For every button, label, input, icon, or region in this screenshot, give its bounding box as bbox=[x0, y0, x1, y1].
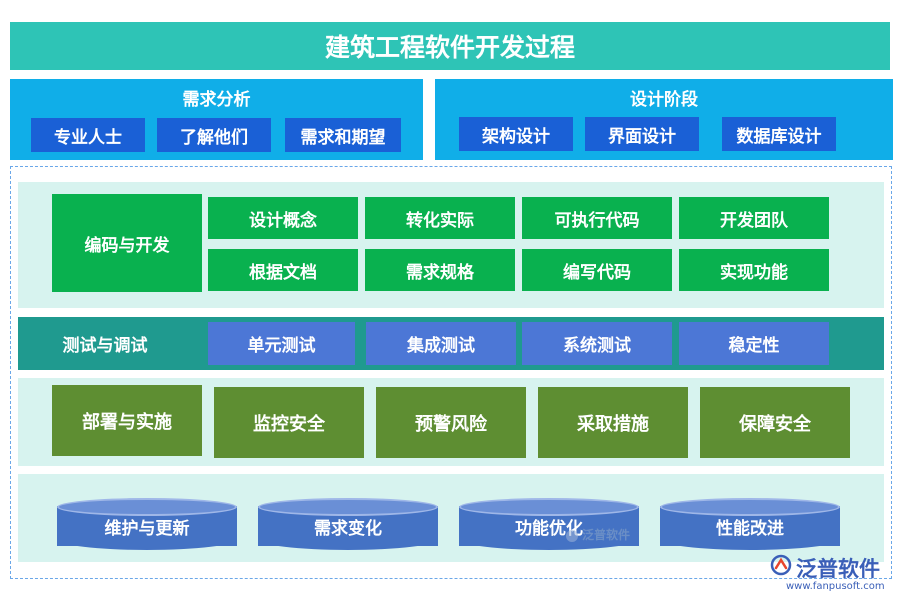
requirements-item: 专业人士 bbox=[31, 118, 145, 152]
requirements-item: 了解他们 bbox=[157, 118, 271, 152]
design-item: 界面设计 bbox=[585, 117, 699, 151]
testing-label: 测试与调试 bbox=[62, 336, 148, 356]
deployment-item: 保障安全 bbox=[700, 387, 850, 458]
brand-url: www.fanpusoft.com bbox=[786, 581, 885, 592]
cylinder-top bbox=[57, 498, 237, 516]
cylinder-top bbox=[258, 498, 438, 516]
maintenance-cylinder: 性能改进 bbox=[660, 498, 840, 550]
design-panel: 设计阶段 架构设计 界面设计 数据库设计 bbox=[435, 79, 893, 160]
process-frame bbox=[10, 166, 892, 579]
deployment-item: 预警风险 bbox=[376, 387, 526, 458]
maintenance-item: 需求变化 bbox=[314, 518, 382, 539]
design-item: 架构设计 bbox=[459, 117, 573, 151]
requirements-panel: 需求分析 专业人士 了解他们 需求和期望 bbox=[10, 79, 423, 160]
coding-item: 开发团队 bbox=[679, 197, 829, 239]
coding-item: 根据文档 bbox=[208, 249, 358, 291]
design-title: 设计阶段 bbox=[630, 89, 698, 110]
coding-item: 需求规格 bbox=[365, 249, 515, 291]
coding-item: 实现功能 bbox=[679, 249, 829, 291]
cylinder-top bbox=[459, 498, 639, 516]
coding-item: 编写代码 bbox=[522, 249, 672, 291]
requirements-item: 需求和期望 bbox=[285, 118, 401, 152]
coding-item: 转化实际 bbox=[365, 197, 515, 239]
diagram-title: 建筑工程软件开发过程 bbox=[10, 22, 890, 70]
design-item: 数据库设计 bbox=[722, 117, 836, 151]
watermark-text: 泛普软件 bbox=[582, 528, 631, 542]
deployment-item: 采取措施 bbox=[538, 387, 688, 458]
testing-item: 稳定性 bbox=[679, 322, 829, 365]
maintenance-cylinder: 维护与更新 bbox=[57, 498, 237, 550]
watermark-icon bbox=[566, 529, 578, 542]
coding-item: 可执行代码 bbox=[522, 197, 672, 239]
maintenance-item: 性能改进 bbox=[716, 518, 784, 539]
testing-item: 系统测试 bbox=[522, 322, 672, 365]
cylinder-top bbox=[660, 498, 840, 516]
coding-label: 编码与开发 bbox=[52, 194, 202, 292]
requirements-title: 需求分析 bbox=[182, 89, 251, 110]
maintenance-cylinder: 需求变化 bbox=[258, 498, 438, 550]
deployment-item: 监控安全 bbox=[214, 387, 364, 458]
testing-item: 集成测试 bbox=[366, 322, 516, 365]
coding-item: 设计概念 bbox=[208, 197, 358, 239]
testing-item: 单元测试 bbox=[208, 322, 355, 365]
brand-mark-icon bbox=[770, 554, 792, 576]
deployment-label: 部署与实施 bbox=[52, 385, 202, 456]
brand-logo: 泛普软件 bbox=[770, 553, 895, 583]
watermark: 泛普软件 bbox=[566, 526, 646, 546]
maintenance-item: 维护与更新 bbox=[104, 518, 190, 539]
brand-name: 泛普软件 bbox=[796, 557, 880, 581]
